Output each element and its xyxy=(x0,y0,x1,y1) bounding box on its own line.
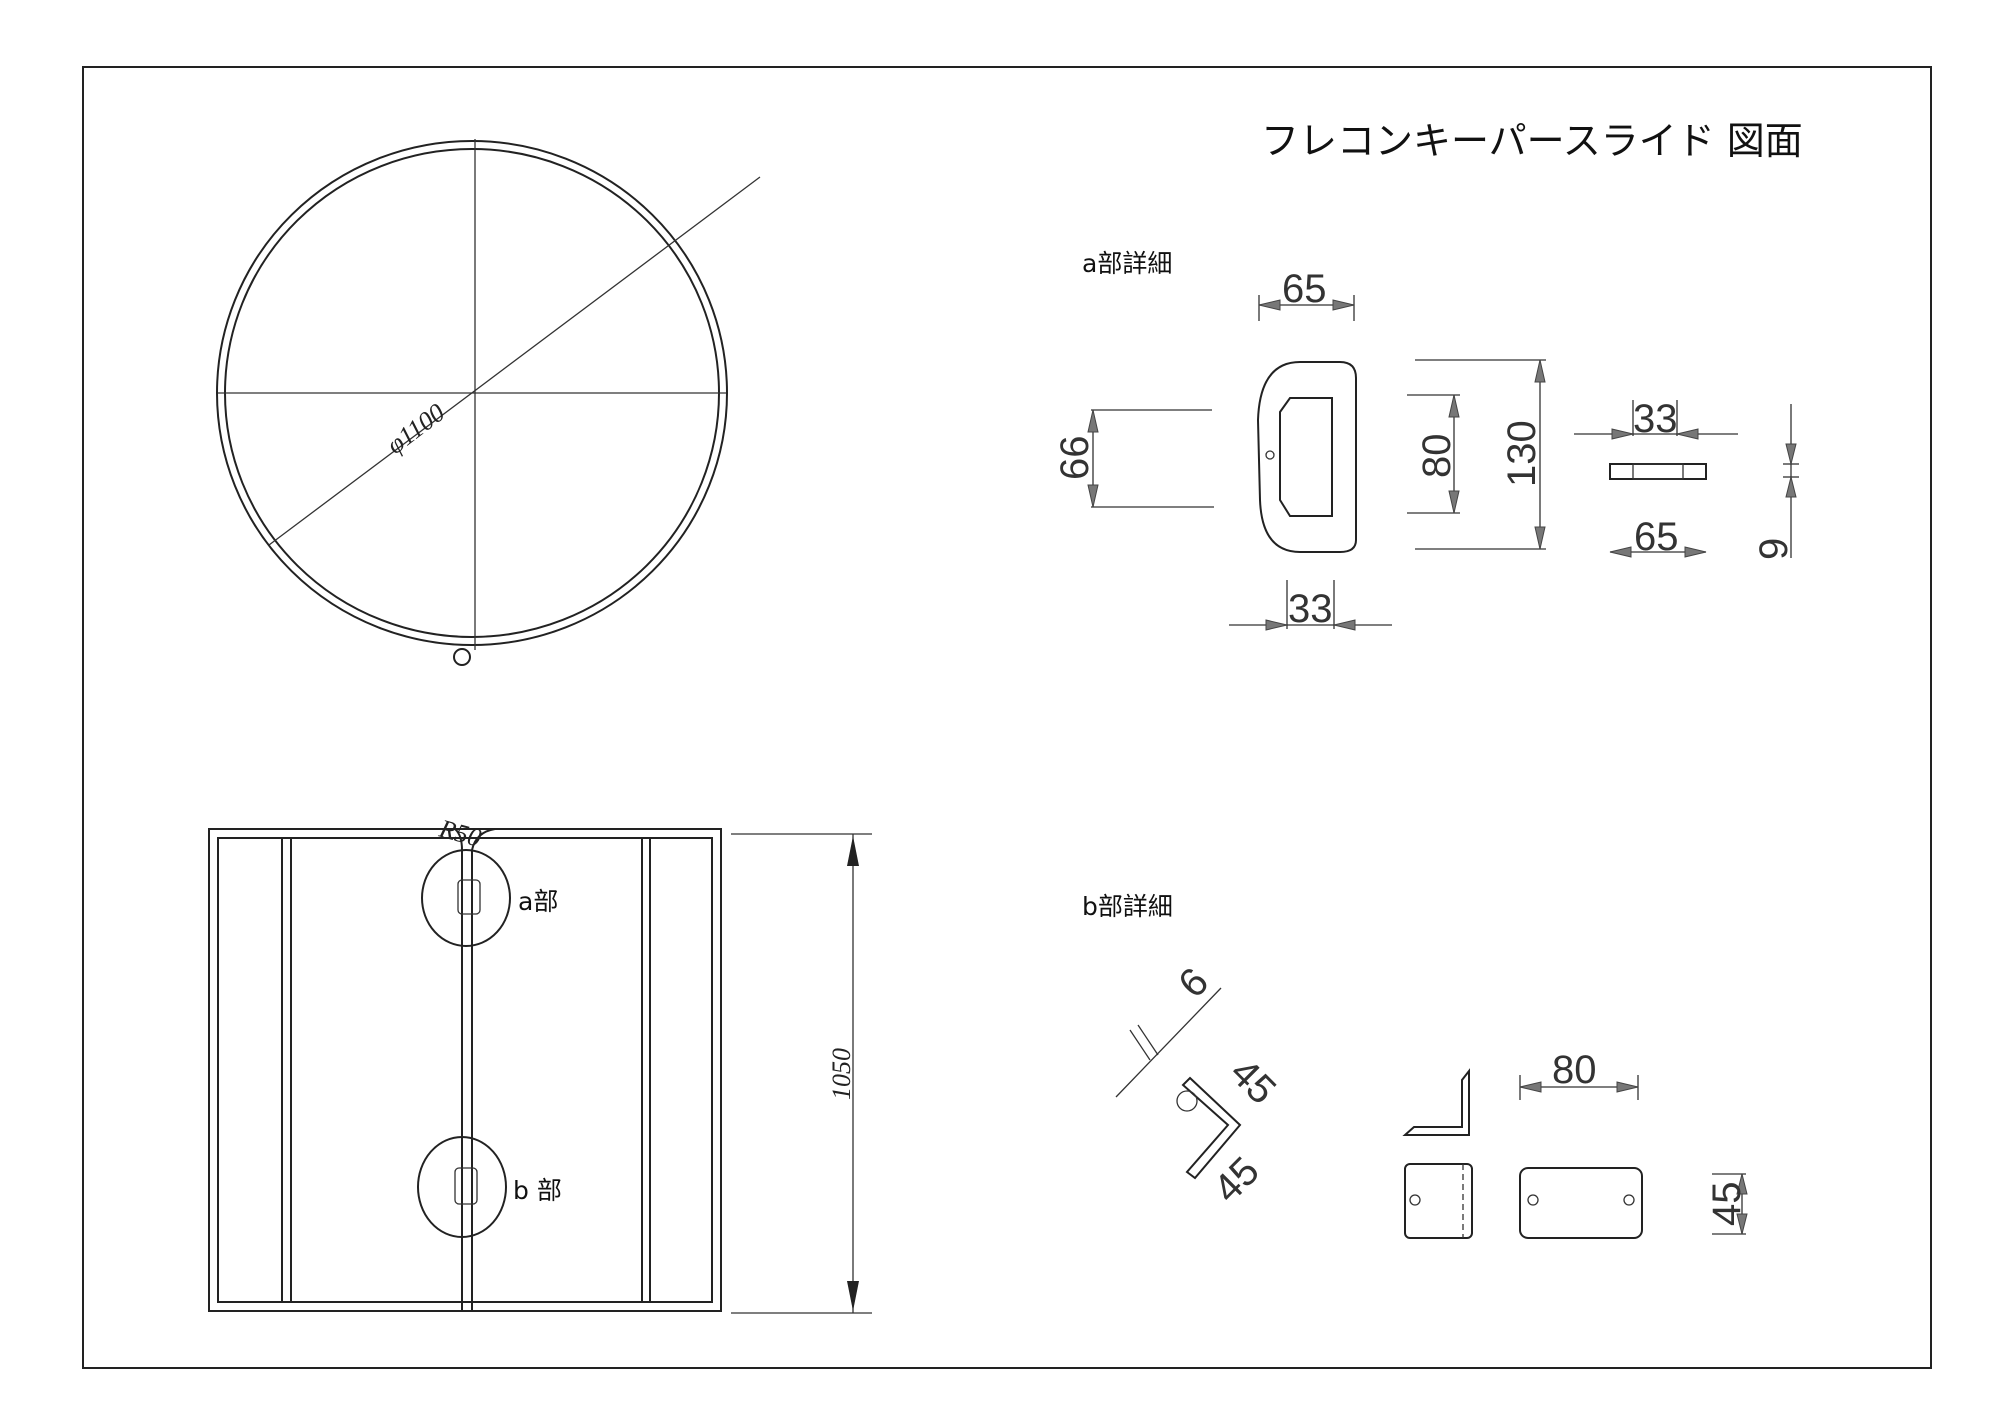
radius-label: R50 xyxy=(435,814,484,853)
svg-text:80: 80 xyxy=(1552,1048,1597,1092)
svg-text:45: 45 xyxy=(1222,1050,1285,1113)
svg-text:65: 65 xyxy=(1282,267,1327,311)
detail-b-heading: b部詳細 xyxy=(1082,892,1173,921)
key-lock xyxy=(453,648,471,666)
diameter-label: φ1100 xyxy=(381,398,450,460)
sheet-border xyxy=(82,66,1932,1369)
svg-text:45: 45 xyxy=(1705,1182,1749,1227)
callout-b-circle xyxy=(417,1136,507,1238)
callout-a-label: a部 xyxy=(518,887,558,916)
callout-b-label: b 部 xyxy=(513,1176,562,1205)
svg-text:9: 9 xyxy=(1752,538,1796,560)
top-view: φ1100 xyxy=(216,139,761,666)
callout-a-circle xyxy=(421,849,511,947)
svg-text:33: 33 xyxy=(1633,397,1678,441)
svg-text:80: 80 xyxy=(1415,434,1459,479)
detail-a: a部詳細 65 66 80 130 33 65 9 33 xyxy=(1053,249,1799,631)
front-view: R50 a部 b 部 1050 xyxy=(208,814,872,1314)
svg-text:130: 130 xyxy=(1500,420,1544,487)
svg-text:65: 65 xyxy=(1634,515,1679,559)
svg-text:66: 66 xyxy=(1053,436,1097,481)
svg-text:33: 33 xyxy=(1288,587,1333,631)
detail-a-heading: a部詳細 xyxy=(1082,249,1172,278)
drawing-title: フレコンキーパースライド 図面 xyxy=(1261,119,1803,163)
detail-b: b部詳細 6 45 45 80 45 xyxy=(1082,892,1749,1239)
svg-text:45: 45 xyxy=(1205,1149,1268,1212)
height-dimension: 1050 xyxy=(827,1048,856,1100)
section-hatch xyxy=(1609,463,1707,480)
